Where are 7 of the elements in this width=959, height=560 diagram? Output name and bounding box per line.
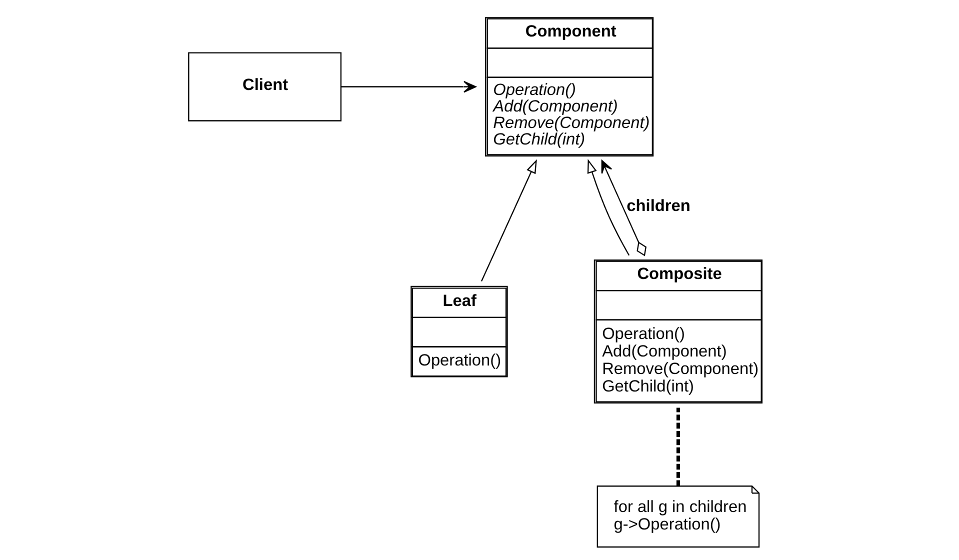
connector (676, 408, 680, 486)
arrow (340, 80, 476, 93)
arrow (600, 160, 646, 256)
arrow (586, 158, 630, 256)
edge-label: children (626, 197, 690, 216)
node-box: Client (188, 52, 342, 122)
arrow (480, 159, 536, 282)
